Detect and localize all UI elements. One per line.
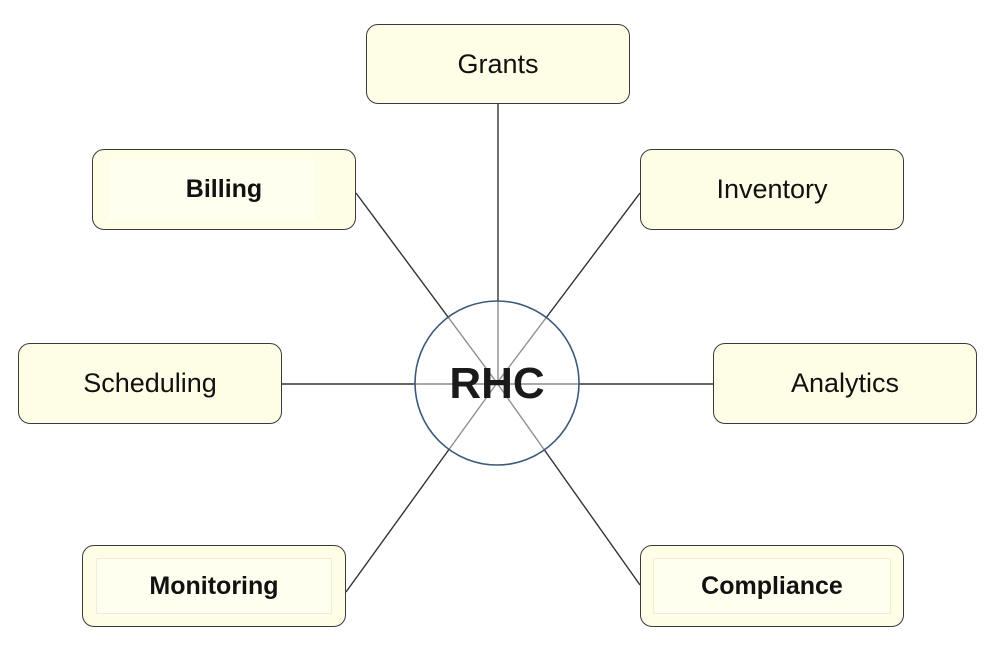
node-grants[interactable]: Grants	[366, 24, 630, 104]
edge-monitoring	[345, 382, 498, 593]
edge-billing	[355, 192, 498, 384]
edge-inventory	[496, 192, 641, 384]
center-circle	[414, 300, 580, 466]
node-label: Compliance	[701, 571, 843, 600]
node-label: Billing	[185, 175, 263, 203]
node-analytics[interactable]: Analytics	[713, 343, 977, 424]
node-inner-frame	[109, 159, 315, 220]
node-inner-frame	[653, 558, 891, 614]
node-inner-frame	[96, 558, 332, 614]
node-label: Grants	[457, 48, 539, 79]
center-circle-fill	[415, 301, 579, 465]
node-monitoring[interactable]: Monitoring	[82, 545, 346, 627]
node-scheduling[interactable]: Scheduling	[18, 343, 282, 424]
node-label: Monitoring	[149, 571, 279, 600]
node-label: Scheduling	[83, 368, 217, 398]
node-compliance[interactable]: Compliance	[640, 545, 904, 627]
node-billing[interactable]: Billing	[92, 149, 356, 230]
node-label: Analytics	[790, 368, 900, 398]
edge-compliance	[496, 382, 641, 586]
node-label: Inventory	[716, 174, 828, 204]
center-node-label: RHC	[449, 359, 545, 408]
node-inventory[interactable]: Inventory	[640, 149, 904, 230]
